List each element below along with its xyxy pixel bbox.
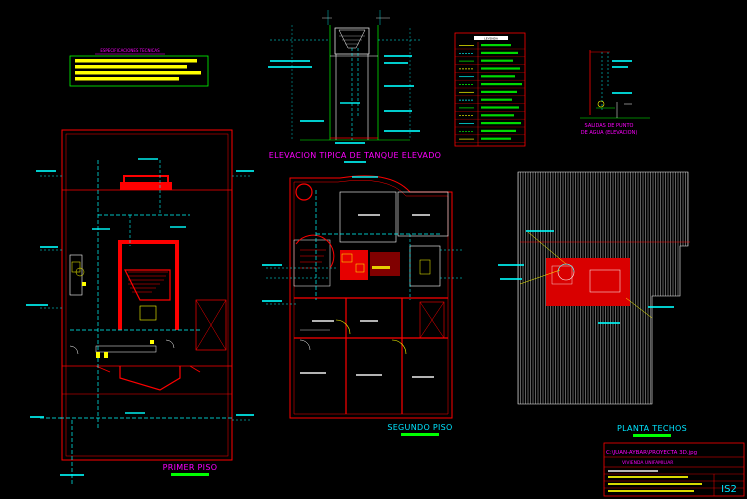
legend-description-line [481, 44, 511, 47]
legend-rows [455, 44, 525, 143]
water-outlets-title-1: SALIDAS DE PUNTO [585, 123, 634, 129]
water-outlets-title-2: DE AGUA (ELEVACION) [581, 130, 638, 136]
legend-description-line [481, 67, 520, 70]
legend-description-line [481, 114, 514, 117]
sheet-number: IS2 [721, 484, 737, 495]
legend-description-line [481, 137, 511, 140]
legend-description-line [481, 129, 516, 132]
roof-plan-title: PLANTA TECHOS [617, 424, 687, 433]
roof-plan: PLANTA TECHOS [498, 171, 690, 437]
second-floor-plan: SEGUNDO PISO [262, 175, 462, 436]
legend-description-line [481, 90, 517, 93]
first-floor-plan: PRIMER PISO [26, 129, 254, 486]
legend-description-line [481, 51, 518, 54]
technical-specifications: ESPECIFICACIONES TECNICAS [69, 48, 209, 87]
tank-elevation-detail: ELEVACION TIPICA DE TANQUE ELEVADO [268, 10, 441, 163]
legend-description-line [481, 75, 515, 78]
water-outlets-detail: SALIDAS DE PUNTO DE AGUA (ELEVACION) [580, 50, 650, 136]
legend-table: LEYENDA [454, 32, 526, 147]
legend-description-line [481, 122, 521, 125]
legend-description-line [481, 106, 519, 109]
specs-title: ESPECIFICACIONES TECNICAS [100, 48, 160, 53]
legend-description-line [481, 98, 512, 101]
legend-title: LEYENDA [484, 36, 499, 40]
legend-description-line [481, 83, 522, 86]
first-floor-title: PRIMER PISO [163, 463, 218, 472]
second-floor-title: SEGUNDO PISO [387, 423, 452, 432]
legend-description-line [481, 59, 513, 62]
project-name: VIVIENDA UNIFAMILIAR [622, 460, 673, 466]
tank-elevation-title: ELEVACION TIPICA DE TANQUE ELEVADO [269, 151, 442, 160]
title-block: C:\JUAN-AYBAR\PROYECTA 3D.jpg VIVIENDA U… [603, 442, 745, 497]
file-path: C:\JUAN-AYBAR\PROYECTA 3D.jpg [606, 450, 697, 456]
